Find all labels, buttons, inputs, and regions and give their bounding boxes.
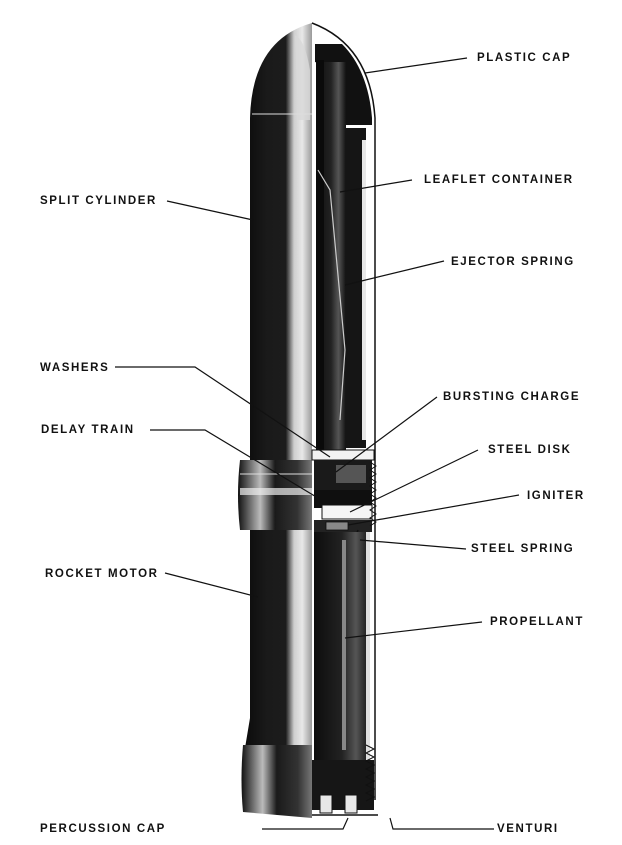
rocket-base <box>241 744 378 818</box>
leader-plastic-cap <box>364 57 468 74</box>
label-steel-disk: STEEL DISK <box>488 444 572 456</box>
split-cylinder-body <box>243 23 312 800</box>
leader-propellant <box>344 621 483 639</box>
leader-igniter <box>347 494 520 526</box>
leader-steel-disk <box>349 449 479 513</box>
leader-lines <box>115 57 520 830</box>
leader-ejector-spring <box>344 260 445 286</box>
leader-bursting-charge <box>335 396 438 473</box>
leader-washers <box>115 366 331 458</box>
leaflet-container <box>316 60 366 452</box>
fuze-mechanism <box>311 449 377 547</box>
label-percussion-cap: PERCUSSION CAP <box>40 823 166 835</box>
leader-leaflet-container <box>339 179 413 193</box>
leader-rocket-motor <box>164 572 259 598</box>
label-washers: WASHERS <box>40 362 110 374</box>
label-rocket-motor: ROCKET MOTOR <box>45 568 159 580</box>
label-igniter: IGNITER <box>527 490 585 502</box>
label-bursting-charge: BURSTING CHARGE <box>443 391 581 403</box>
leader-delay-train <box>150 429 319 499</box>
coupling-ring <box>238 460 312 530</box>
ejector-spring-wire <box>317 169 346 421</box>
label-steel-spring: STEEL SPRING <box>471 543 575 555</box>
label-propellant: PROPELLANT <box>490 616 584 628</box>
label-ejector-spring: EJECTOR SPRING <box>451 256 575 268</box>
label-leaflet-container: LEAFLET CONTAINER <box>424 174 574 186</box>
leader-split-cylinder <box>166 200 254 221</box>
label-delay-train: DELAY TRAIN <box>41 424 135 436</box>
label-venturi: VENTURI <box>497 823 559 835</box>
label-plastic-cap: PLASTIC CAP <box>477 52 572 64</box>
leader-percussion-cap <box>262 817 349 830</box>
leader-steel-spring <box>359 539 467 550</box>
leader-venturi <box>389 817 494 830</box>
rocket-motor-propellant <box>314 532 370 760</box>
label-split-cylinder: SPLIT CYLINDER <box>40 195 157 207</box>
